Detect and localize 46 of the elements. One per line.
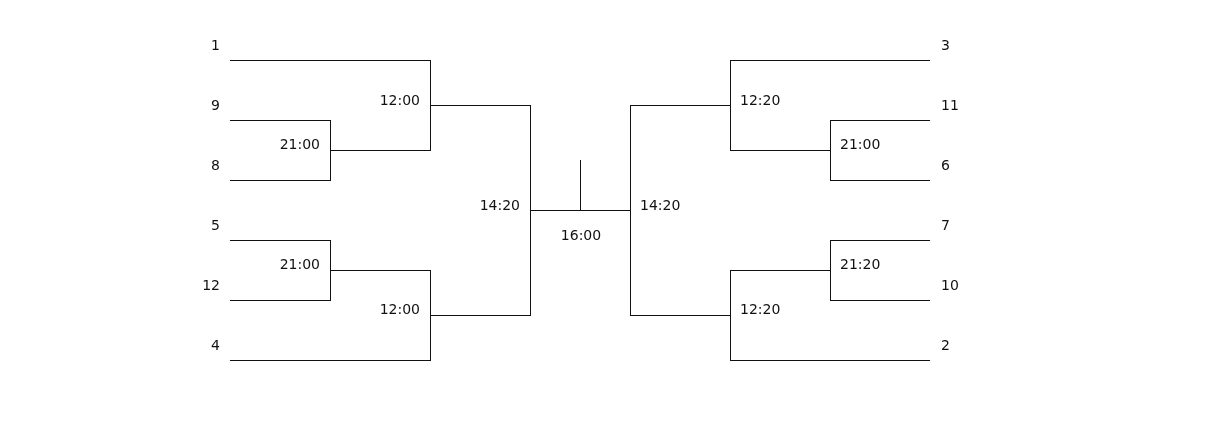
seed-number: 7 [930, 214, 952, 240]
bracket-line [229, 119, 331, 151]
match-time: 12:00 [379, 301, 430, 317]
bracket-line [229, 314, 431, 361]
seed-number: 6 [930, 154, 952, 180]
bracket-line [329, 104, 431, 151]
bracket-line [829, 239, 931, 271]
bracket-line [229, 239, 331, 271]
match-time: 21:20 [830, 256, 881, 272]
bracket-line [729, 269, 831, 316]
match-time: 21:00 [830, 136, 881, 152]
match-time: 14:20 [479, 197, 530, 213]
bracket-line [229, 149, 331, 181]
seed-number: 8 [209, 154, 230, 180]
seed-number: 1 [209, 34, 230, 60]
match-time: 12:00 [379, 92, 430, 108]
seed-number: 12 [200, 274, 230, 300]
bracket-line [829, 119, 931, 151]
bracket-line [629, 209, 731, 316]
seed-number: 4 [209, 334, 230, 360]
seed-number: 11 [930, 94, 961, 120]
bracket-line [229, 59, 431, 106]
bracket-line [579, 209, 631, 211]
match-time: 16:00 [556, 210, 606, 243]
bracket-line [529, 209, 581, 211]
bracket-line [829, 269, 931, 301]
bracket-line [579, 159, 581, 211]
bracket-line [429, 209, 531, 316]
seed-number: 2 [930, 334, 952, 360]
bracket-line [729, 59, 931, 106]
match-time: 12:20 [730, 301, 781, 317]
match-time: 14:20 [630, 197, 681, 213]
bracket-line [229, 269, 331, 301]
match-time: 21:00 [279, 256, 330, 272]
bracket-line [829, 149, 931, 181]
bracket-line [729, 314, 931, 361]
match-time: 12:20 [730, 92, 781, 108]
seed-number: 9 [209, 94, 230, 120]
bracket-line [329, 269, 431, 316]
seed-number: 3 [930, 34, 952, 60]
seed-number: 5 [209, 214, 230, 240]
bracket-line [629, 104, 731, 211]
bracket-line [429, 104, 531, 211]
match-time: 21:00 [279, 136, 330, 152]
seed-number: 10 [930, 274, 961, 300]
bracket-line [729, 104, 831, 151]
